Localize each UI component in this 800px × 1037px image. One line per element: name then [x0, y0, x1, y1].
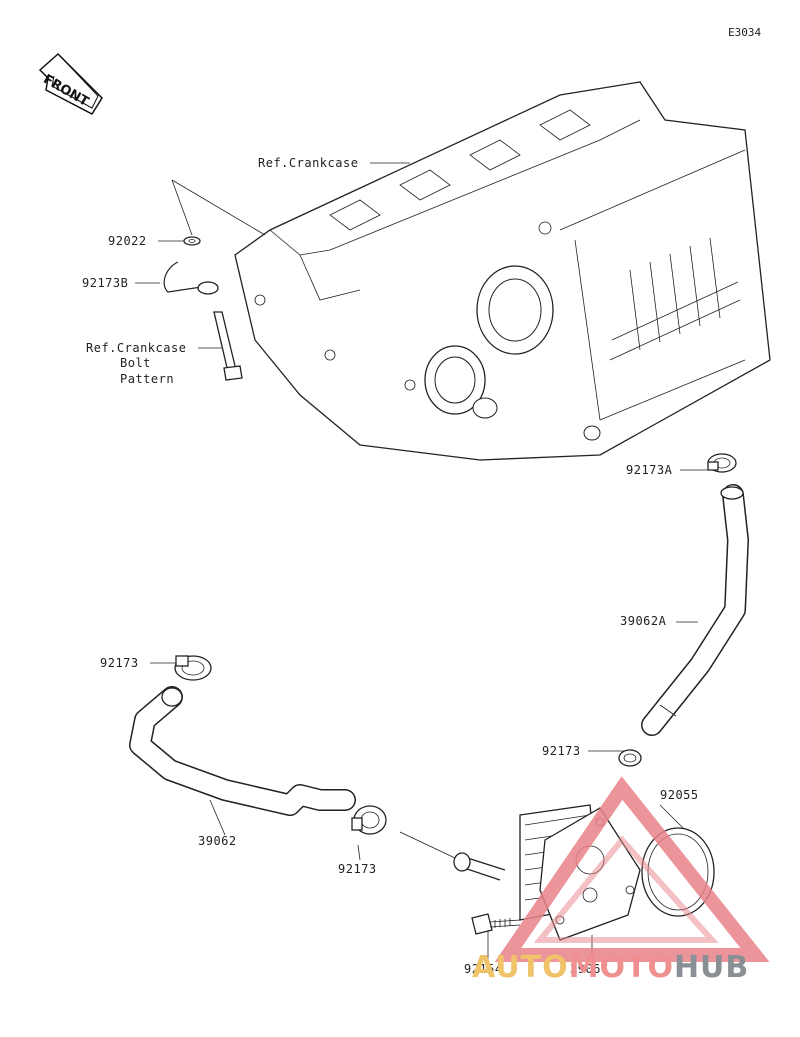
leader-lines [135, 162, 708, 960]
label-92154: 92154 [464, 962, 503, 976]
watermark-part-moto: MOTO [568, 950, 674, 985]
label-ref-bolt-line1: Ref.Crankcase [86, 341, 187, 355]
watermark-part-hub: HUB [673, 950, 750, 985]
clamp-92173-left [174, 655, 212, 681]
label-ref-crankcase: Ref.Crankcase [258, 156, 359, 170]
label-ref-bolt-line3: Pattern [120, 372, 175, 386]
hose-39062a [641, 484, 749, 736]
clamp-92173-bottom [351, 805, 387, 835]
label-92173-mid: 92173 [542, 744, 581, 758]
washer-92022 [183, 236, 201, 246]
bolt [213, 311, 243, 381]
label-39062a: 39062A [620, 614, 667, 628]
label-92022: 92022 [108, 234, 147, 248]
label-92173-bottom: 92173 [338, 862, 377, 876]
hose-39062 [129, 686, 356, 816]
watermark-logo [494, 776, 770, 962]
label-92173a: 92173A [626, 463, 673, 477]
front-arrow-icon [38, 52, 103, 115]
label-92173b: 92173B [82, 276, 129, 290]
label-39062: 39062 [198, 834, 237, 848]
clamp-92173b [163, 261, 219, 295]
crankcase-illustration [234, 81, 771, 461]
clamp-92173a [707, 453, 737, 473]
o-ring-92055 [641, 827, 715, 917]
bolt-92154 [471, 913, 521, 935]
watermark-part-auto: AUTO [472, 950, 569, 985]
watermark-text: AUTOMOTOHUB [472, 950, 749, 985]
label-39067: 39067 [570, 962, 609, 976]
label-92173-left: 92173 [100, 656, 139, 670]
label-92055: 92055 [660, 788, 699, 802]
clamp-92173-right [618, 749, 642, 767]
label-ref-bolt-line2: Bolt [120, 356, 151, 370]
diagram-code: E3034 [728, 26, 762, 39]
